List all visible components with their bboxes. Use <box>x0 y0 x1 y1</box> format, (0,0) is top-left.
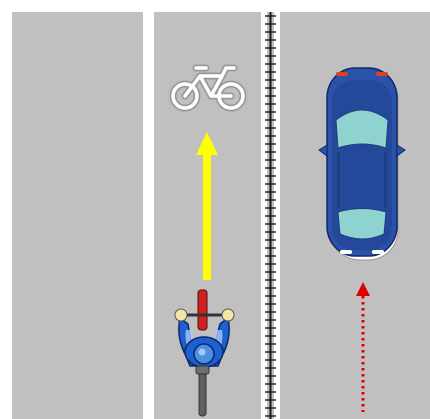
left-margin <box>0 0 12 419</box>
solid-lane-line <box>143 12 154 419</box>
top-margin <box>0 0 430 12</box>
car-icon <box>319 68 405 260</box>
